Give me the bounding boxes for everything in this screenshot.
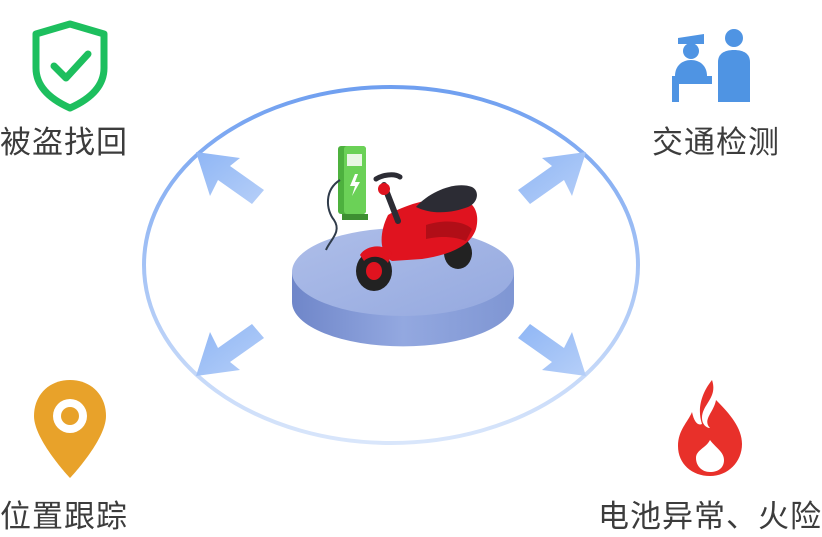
label-battery-fire-alarm: 电池异常、火险 <box>598 499 822 535</box>
arrow-top-left <box>196 152 264 204</box>
label-theft-recovery: 被盗找回 <box>0 125 128 161</box>
label-traffic-inspection: 交通检测 <box>652 125 780 161</box>
label-location-tracking: 位置跟踪 <box>0 499 128 535</box>
arrow-bottom-right <box>518 324 586 376</box>
shield-check-icon <box>32 20 108 112</box>
arrow-top-right <box>518 152 586 204</box>
electric-scooter-icon <box>356 172 478 291</box>
arrow-bottom-left <box>196 324 264 376</box>
fire-icon <box>678 380 742 476</box>
police-officer-icon <box>672 29 750 102</box>
map-pin-icon <box>34 380 106 478</box>
charging-station-icon <box>325 146 368 251</box>
